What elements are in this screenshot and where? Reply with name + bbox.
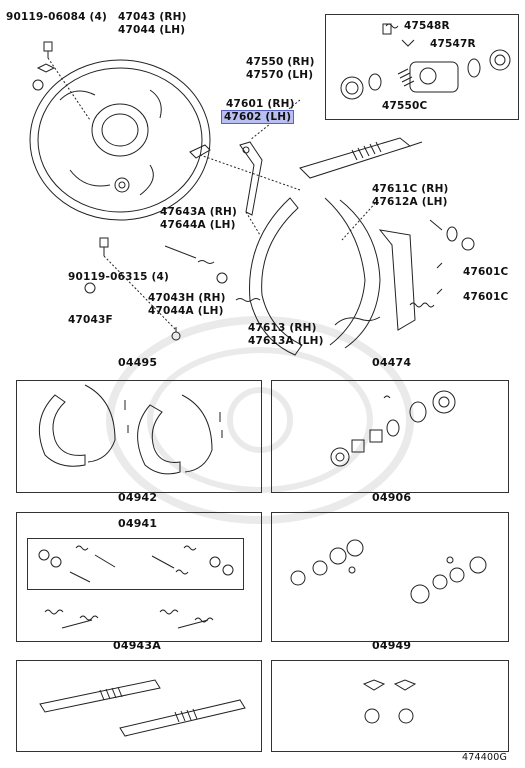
figure-code: 474400G: [462, 752, 508, 763]
bolts: [32, 41, 181, 341]
kit-label-04474[interactable]: 04474: [372, 356, 412, 369]
label-47601c-a[interactable]: 47601C: [463, 266, 509, 278]
label-47550c[interactable]: 47550C: [382, 100, 428, 112]
kit-label-04941[interactable]: 04941: [118, 517, 158, 530]
kit-04943a-art: [39, 679, 246, 737]
kit-box-04942: [16, 512, 262, 642]
parking-lever: [189, 141, 263, 216]
label-47043-rh[interactable]: 47043 (RH): [118, 11, 187, 23]
label-47602-lh[interactable]: 47602 (LH): [220, 110, 295, 124]
kit-label-04495[interactable]: 04495: [118, 356, 158, 369]
label-47043f[interactable]: 47043F: [68, 314, 113, 326]
kit-box-04495: [16, 380, 262, 493]
inset-box-wheel-cylinder: [325, 14, 519, 120]
kit-04941-art: [38, 545, 234, 583]
label-47043h-rh[interactable]: 47043H (RH): [148, 292, 226, 304]
adjuster-assembly: [299, 137, 423, 179]
kit-label-04906[interactable]: 04906: [372, 491, 412, 504]
label-47550-rh[interactable]: 47550 (RH): [246, 56, 315, 68]
kit-box-04941: [27, 538, 244, 590]
kit-box-04943a: [16, 660, 262, 752]
kit-box-04906: [271, 512, 509, 642]
kit-04942-art: [44, 609, 214, 629]
label-47613a-lh[interactable]: 47613A (LH): [248, 335, 324, 347]
label-90119-06315[interactable]: 90119-06315 (4): [68, 271, 169, 283]
kit-label-04942[interactable]: 04942: [118, 491, 158, 504]
label-47612a-lh[interactable]: 47612A (LH): [372, 196, 448, 208]
label-47601c-b[interactable]: 47601C: [463, 291, 509, 303]
label-47601-rh[interactable]: 47601 (RH): [226, 98, 295, 110]
label-47547r[interactable]: 47547R: [430, 38, 476, 50]
kit-04906-art: [290, 539, 487, 604]
watermark-emblem: [106, 316, 414, 524]
wheel-cylinder-inset: [340, 23, 511, 100]
label-47613-rh[interactable]: 47613 (RH): [248, 322, 317, 334]
label-47611c-rh[interactable]: 47611C (RH): [372, 183, 449, 195]
label-47548r[interactable]: 47548R: [404, 20, 450, 32]
label-47044a-lh[interactable]: 47044A (LH): [148, 305, 224, 317]
kit-box-04474: [271, 380, 509, 493]
kit-04949-art: [362, 679, 417, 724]
kit-label-04949[interactable]: 04949: [372, 639, 412, 652]
label-90119-06084[interactable]: 90119-06084 (4): [6, 11, 107, 23]
kit-label-04943a[interactable]: 04943A: [113, 639, 161, 652]
backing-plate: [29, 59, 211, 221]
label-47644a-lh[interactable]: 47644A (LH): [160, 219, 236, 231]
kit-04495-art: [38, 384, 223, 475]
kit-04474-art: [330, 390, 456, 467]
label-47044-lh[interactable]: 47044 (LH): [118, 24, 186, 36]
label-47643a-rh[interactable]: 47643A (RH): [160, 206, 237, 218]
brake-shoes: [164, 197, 475, 356]
kit-box-04949: [271, 660, 509, 752]
label-47570-lh[interactable]: 47570 (LH): [246, 69, 314, 81]
